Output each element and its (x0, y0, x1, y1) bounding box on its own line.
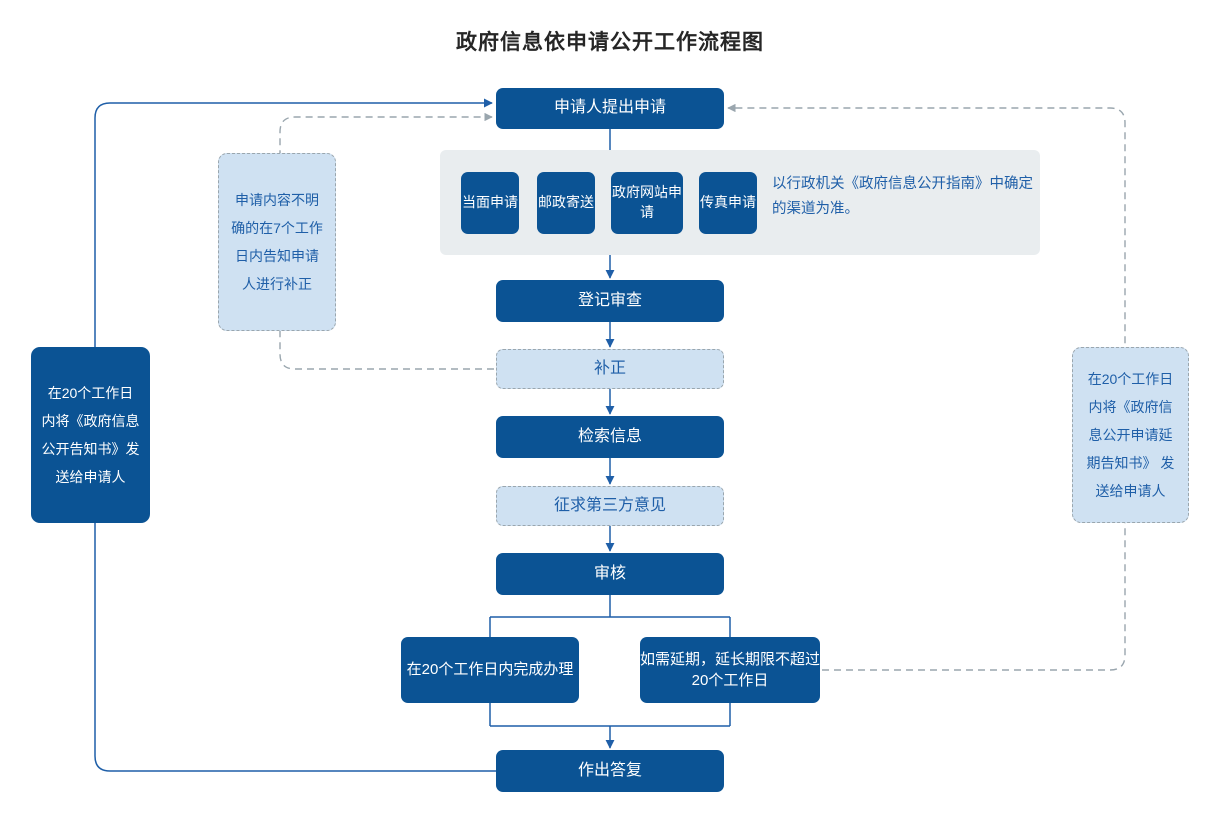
page-title: 政府信息依申请公开工作流程图 (456, 31, 764, 54)
node-audit[interactable]: 审核 (496, 553, 724, 595)
note-disclosure-notice-within-20-days[interactable]: 在20个工作日内将《政府信息公开告知书》发送给申请人 (31, 347, 150, 523)
node-applicant-submits-application[interactable]: 申请人提出申请 (496, 88, 724, 129)
note-extension-notice-within-20-days[interactable]: 在20个工作日内将《政府信息公开申请延期告知书》 发送给申请人 (1072, 347, 1189, 523)
node-retrieve-information[interactable]: 检索信息 (496, 416, 724, 458)
node-channel-fax[interactable]: 传真申请 (699, 172, 757, 234)
node-channel-in-person[interactable]: 当面申请 (461, 172, 519, 234)
node-solicit-third-party-opinion[interactable]: 征求第三方意见 (496, 486, 724, 526)
node-supplement-correction[interactable]: 补正 (496, 349, 724, 389)
node-extension-no-more-than-20-working-days[interactable]: 如需延期，延长期限不超过20个工作日 (640, 637, 820, 703)
node-complete-within-20-working-days[interactable]: 在20个工作日内完成办理 (401, 637, 579, 703)
node-channel-government-website[interactable]: 政府网站申请 (611, 172, 683, 234)
node-make-reply[interactable]: 作出答复 (496, 750, 724, 792)
note-unclear-application-correction[interactable]: 申请内容不明确的在7个工作日内告知申请人进行补正 (218, 153, 336, 331)
node-registration-review[interactable]: 登记审查 (496, 280, 724, 322)
channel-panel-note: 以行政机关《政府信息公开指南》中确定的渠道为准。 (772, 176, 1033, 218)
node-channel-postal-mail[interactable]: 邮政寄送 (537, 172, 595, 234)
